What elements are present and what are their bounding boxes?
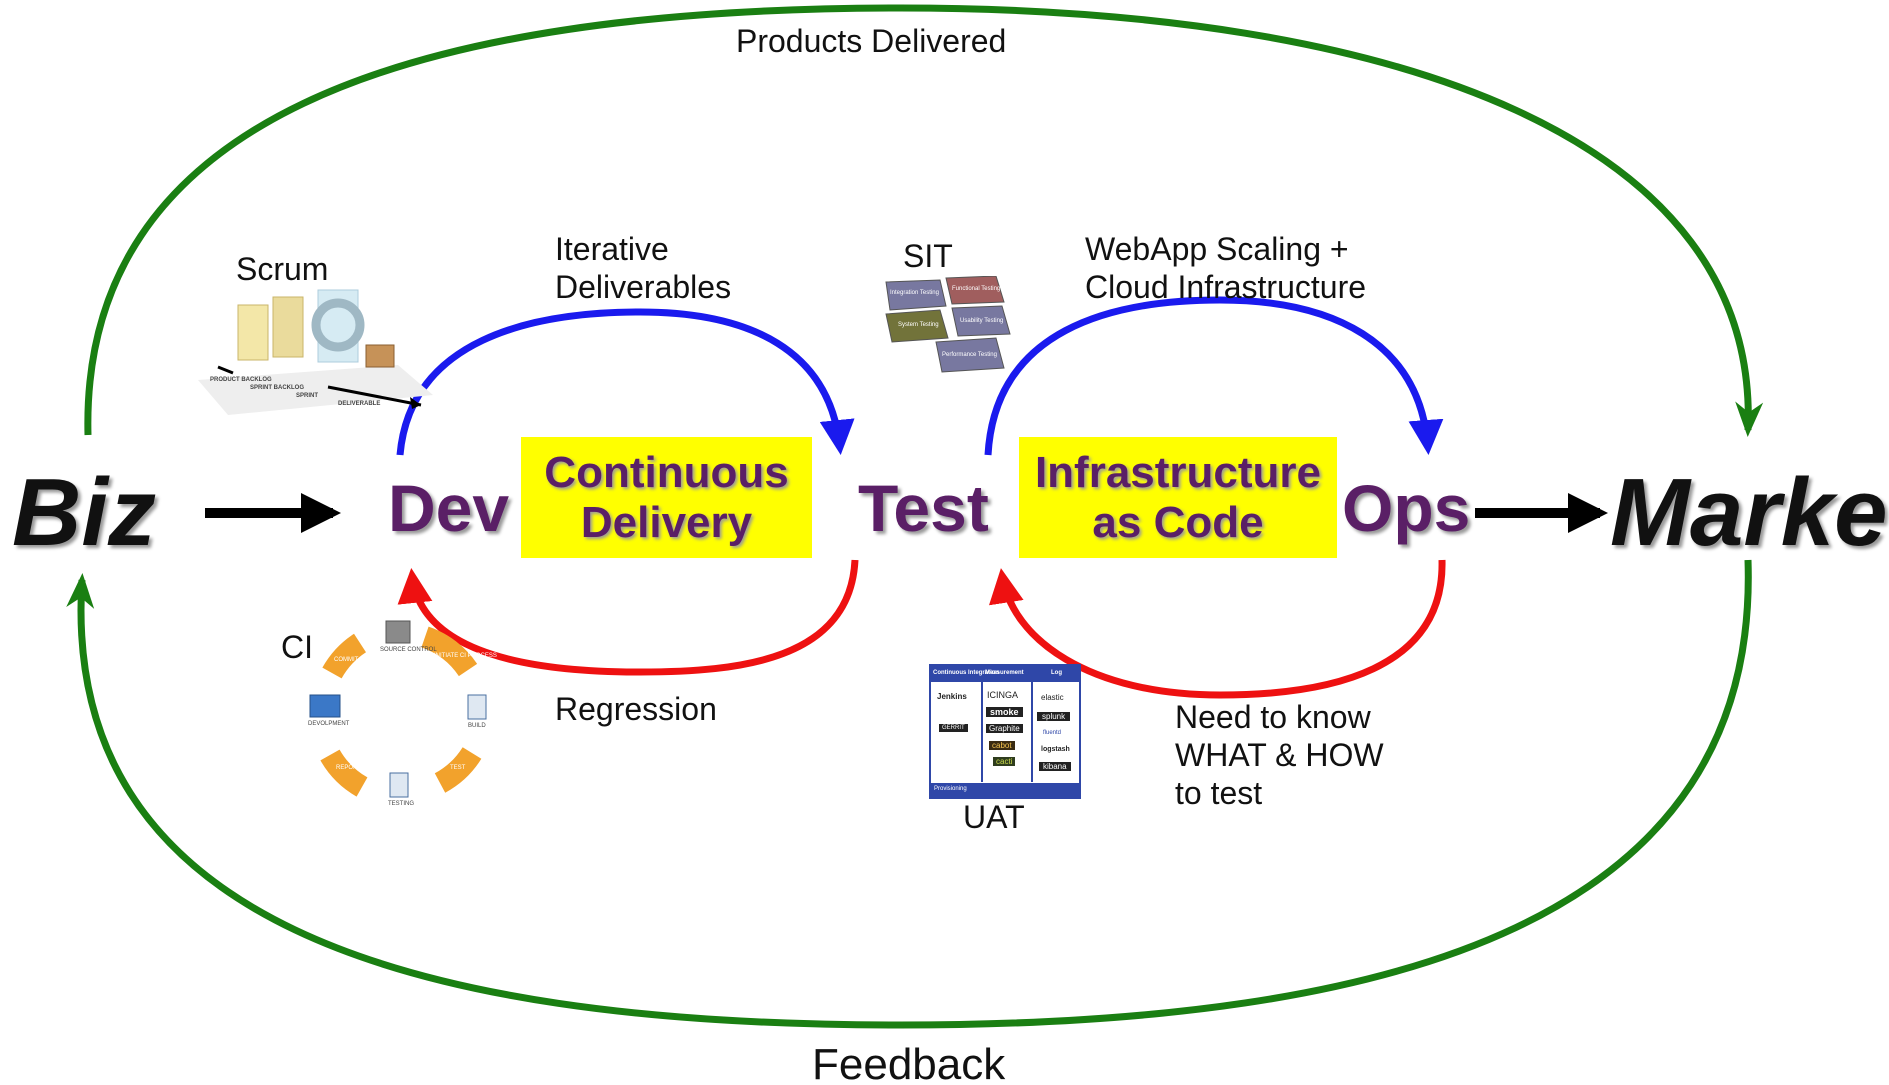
- ci-step-development: DEVOLPMENT: [308, 721, 350, 727]
- uat-tool-cacti: cacti: [993, 757, 1016, 766]
- uat-tool-matrix: Continuous Integration Measurement Log J…: [929, 664, 1081, 799]
- ci-step-test: TEST: [450, 765, 466, 771]
- uat-footer-row: Provisioning: [931, 783, 1079, 797]
- node-ops: Ops: [1342, 471, 1471, 545]
- sit-label: SIT: [903, 238, 953, 274]
- scrum-sprint: SPRINT: [296, 393, 319, 399]
- uat-tool-smoke: smoke: [986, 707, 1023, 717]
- need-label-line2: WHAT & HOW: [1175, 737, 1384, 773]
- node-dev: Dev: [388, 471, 510, 545]
- uat-tool-elastic: elastic: [1041, 693, 1064, 702]
- webapp-scaling-arc: [984, 296, 1444, 456]
- scrum-deliverable: DELIVERABLE: [338, 401, 381, 407]
- uat-tool-logstash: logstash: [1041, 746, 1070, 753]
- uat-header-ci: Continuous Integration: [933, 670, 999, 676]
- sit-tile-system: System Testing: [898, 322, 939, 328]
- node-market: Market: [1610, 459, 1889, 566]
- webapp-label-line1: WebApp Scaling +: [1085, 231, 1349, 267]
- sit-tile-usability: Usability Testing: [960, 318, 1004, 324]
- continuous-delivery-text: Continuous Delivery: [544, 447, 789, 547]
- uat-header-row: Continuous Integration Measurement Log: [931, 666, 1079, 682]
- node-biz: Biz: [12, 459, 156, 566]
- scrum-illustration: PRODUCT BACKLOG SPRINT BACKLOG SPRINT DE…: [198, 285, 433, 420]
- scrum-product-backlog: PRODUCT BACKLOG: [210, 377, 272, 383]
- ci-label: CI: [281, 629, 313, 665]
- scrum-sprint-backlog: SPRINT BACKLOG: [250, 385, 304, 391]
- ci-step-source-control: SOURCE CONTROL: [380, 647, 437, 653]
- need-label-line3: to test: [1175, 775, 1263, 811]
- feedback-label: Feedback: [812, 1040, 1006, 1085]
- uat-tool-fluentd: fluentd: [1043, 730, 1062, 736]
- products-delivered-arc: [84, 4, 1764, 437]
- sit-tile-integration: Integration Testing: [890, 290, 939, 296]
- ci-step-build: BUILD: [468, 723, 486, 729]
- sit-tile-functional: Functional Testing: [952, 286, 1001, 292]
- infrastructure-as-code-text: Infrastructure as Code: [1034, 447, 1322, 547]
- uat-divider-2: [1031, 682, 1033, 782]
- infrastructure-as-code-box: Infrastructure as Code: [1019, 437, 1337, 558]
- sit-testing-tiles: Integration Testing Functional Testing S…: [872, 276, 1032, 391]
- node-test: Test: [858, 471, 989, 545]
- regression-label: Regression: [555, 691, 717, 727]
- ci-step-testing: TESTING: [388, 801, 415, 807]
- need-label-line1: Need to know: [1175, 699, 1371, 735]
- regression-arc: [397, 559, 859, 676]
- uat-tool-jenkins: Jenkins: [937, 692, 967, 701]
- feedback-arc: [66, 559, 1752, 1029]
- ci-step-report: REPORT: [336, 765, 361, 771]
- iterative-label-line2: Deliverables: [555, 269, 732, 305]
- ci-step-initiate: INITIATE CI PROCESS: [434, 653, 497, 659]
- products-delivered-label: Products Delivered: [736, 23, 1007, 59]
- ci-step-commit: COMMIT: [334, 657, 359, 663]
- uat-tool-cabot: cabot: [989, 741, 1015, 750]
- uat-tool-splunk: splunk: [1037, 712, 1071, 721]
- uat-label: UAT: [963, 799, 1025, 835]
- uat-tool-graphite: Graphite: [986, 724, 1023, 733]
- uat-header-measurement: Measurement: [985, 670, 1024, 676]
- uat-tool-gerrit: GERRIT: [939, 724, 968, 732]
- ci-cycle-illustration: COMMIT SOURCE CONTROL INITIATE CI PROCES…: [300, 615, 500, 815]
- sit-tile-performance: Performance Testing: [942, 352, 997, 358]
- iterative-label-line1: Iterative: [555, 231, 669, 267]
- iterative-deliverables-arc: [396, 308, 855, 456]
- uat-tool-kibana: kibana: [1039, 762, 1071, 771]
- uat-header-log: Log: [1051, 670, 1062, 676]
- webapp-label-line2: Cloud Infrastructure: [1085, 269, 1367, 305]
- need-to-know-arc: [988, 559, 1446, 699]
- uat-divider-1: [981, 682, 983, 782]
- scrum-label: Scrum: [236, 251, 329, 287]
- uat-tool-icinga: ICINGA: [987, 690, 1019, 700]
- continuous-delivery-box: Continuous Delivery: [521, 437, 812, 558]
- uat-footer-provisioning: Provisioning: [934, 786, 967, 792]
